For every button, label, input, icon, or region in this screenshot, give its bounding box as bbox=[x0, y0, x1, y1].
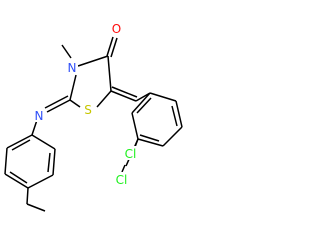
bond-n3-methyl bbox=[61, 44, 72, 59]
atom-label-cl-lower: Cl bbox=[116, 173, 128, 187]
bond-ar2-2 bbox=[52, 148, 56, 176]
atom-label-n3: N bbox=[68, 61, 77, 75]
atom-bg-n3 bbox=[66, 60, 78, 74]
bond-ch-ring bbox=[135, 92, 151, 102]
atom-bg-n-imine bbox=[33, 108, 45, 122]
bond-ar2-6 bbox=[6, 134, 33, 149]
bond-c4-c5 bbox=[107, 55, 112, 92]
bond-ar1-4 bbox=[137, 138, 164, 147]
bond-ar2-ethyl-1 bbox=[26, 187, 29, 205]
bond-c5-ch bbox=[110, 90, 137, 102]
bond-c5-ch-double bbox=[111, 86, 138, 98]
bond-ar2-inner-2 bbox=[9, 171, 28, 184]
bond-c4-o bbox=[106, 36, 114, 57]
bond-ar1-inner-1 bbox=[171, 105, 178, 127]
bond-ar1-6 bbox=[131, 92, 151, 114]
bond-n3-c4 bbox=[77, 55, 109, 67]
bond-n-imine-aryl bbox=[31, 119, 38, 136]
bond-ar1-3 bbox=[162, 126, 183, 147]
bond-ar2-1 bbox=[31, 134, 56, 150]
bond-c2-n3 bbox=[69, 74, 77, 101]
atom-bg-s bbox=[82, 102, 94, 116]
bond-ar2-ethyl-2 bbox=[26, 203, 46, 212]
bond-ar1-5 bbox=[131, 112, 139, 140]
bond-c2-n-imine bbox=[46, 99, 71, 113]
bond-ar2-5 bbox=[4, 147, 8, 175]
atom-label-n-imine: N bbox=[35, 109, 44, 123]
bond-s1-c2 bbox=[69, 99, 81, 108]
bond-c4-o-double bbox=[110, 37, 118, 58]
atom-bg-cl-upper bbox=[122, 146, 139, 160]
bond-ar1-inner-2 bbox=[139, 134, 160, 142]
bond-c5-s1 bbox=[96, 90, 112, 108]
atom-label-cl-upper: Cl bbox=[125, 147, 137, 161]
bond-ar1-1 bbox=[149, 92, 177, 102]
bonds bbox=[4, 36, 183, 212]
bond-ar2-4 bbox=[4, 173, 29, 189]
bond-ar2-inner-3 bbox=[11, 139, 31, 151]
bond-c2-n-imine-double bbox=[44, 95, 69, 109]
molecule-structure: O N S N Cl Cl bbox=[4, 22, 183, 212]
bond-ar2-3 bbox=[27, 174, 54, 189]
bond-ar1-2 bbox=[175, 100, 183, 128]
atom-bg-o bbox=[111, 22, 122, 36]
bond-ar1-inner-3 bbox=[136, 97, 152, 114]
bond-ar1-cl-lower bbox=[121, 164, 126, 173]
atom-label-s: S bbox=[84, 103, 92, 117]
atom-bg-cl-lower bbox=[113, 172, 130, 186]
bond-ar2-inner-1 bbox=[47, 152, 51, 173]
atom-labels: O N S N Cl Cl bbox=[33, 22, 139, 187]
atom-label-o: O bbox=[112, 22, 121, 36]
